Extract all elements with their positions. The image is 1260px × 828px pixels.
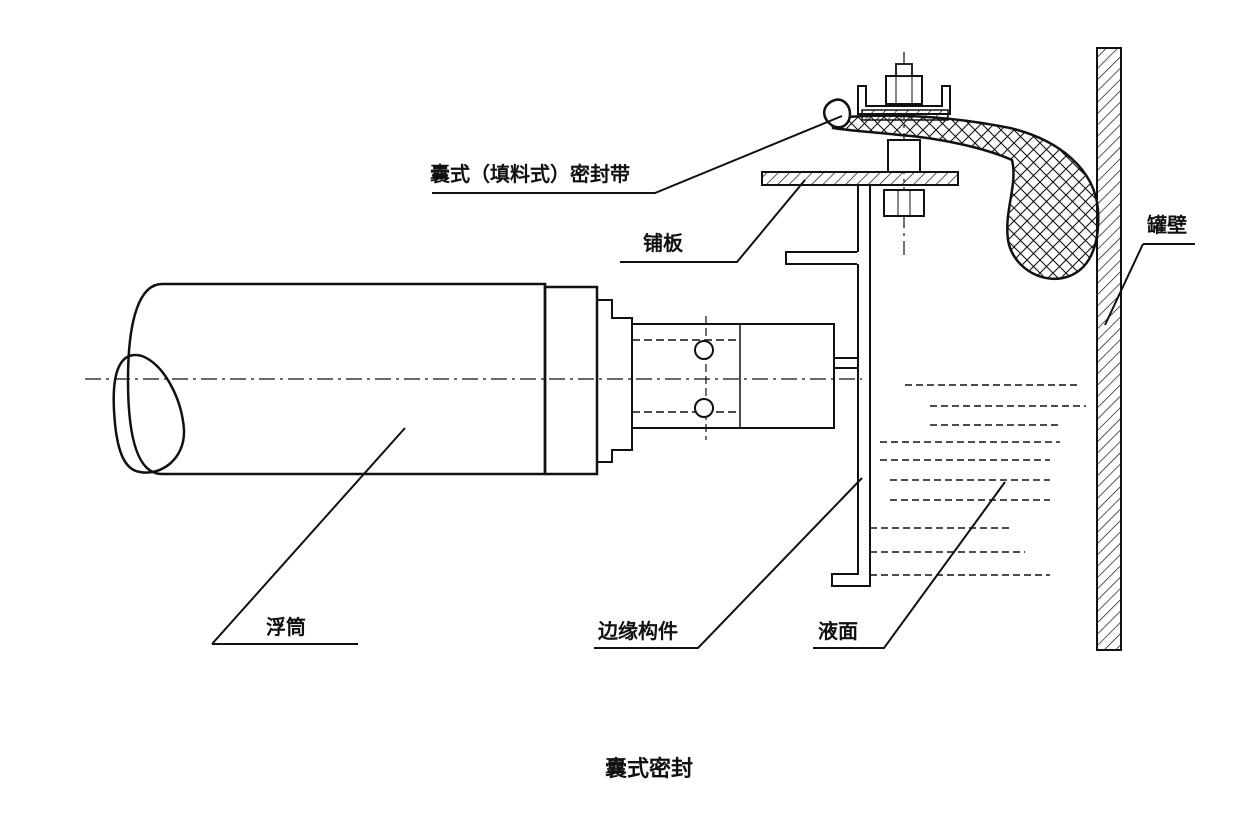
leader-tank-wall (1104, 243, 1195, 326)
label-liquid-surface: 液面 (818, 619, 858, 643)
leader-lines (211, 115, 1195, 649)
seal-bag (823, 98, 1100, 281)
label-tank-wall: 罐壁 (1146, 213, 1187, 237)
float-drum (85, 282, 862, 476)
label-rim-member: 边缘构件 (597, 619, 678, 643)
label-plate: 铺板 (643, 231, 684, 255)
leader-float-drum (211, 427, 406, 645)
label-seal-band: 囊式（填料式）密封带 (429, 162, 630, 186)
label-float-drum: 浮筒 (266, 615, 306, 639)
diagram-caption: 囊式密封 (604, 756, 693, 782)
leader-seal-band (432, 115, 843, 194)
plate (761, 171, 959, 186)
clamp-bolt-assembly (857, 52, 951, 260)
leader-liquid-surface (813, 481, 1006, 649)
liquid-surface-lines (870, 384, 1086, 576)
leader-plate (620, 179, 806, 263)
tank-wall (1096, 47, 1122, 651)
leader-rim-member (594, 477, 863, 649)
